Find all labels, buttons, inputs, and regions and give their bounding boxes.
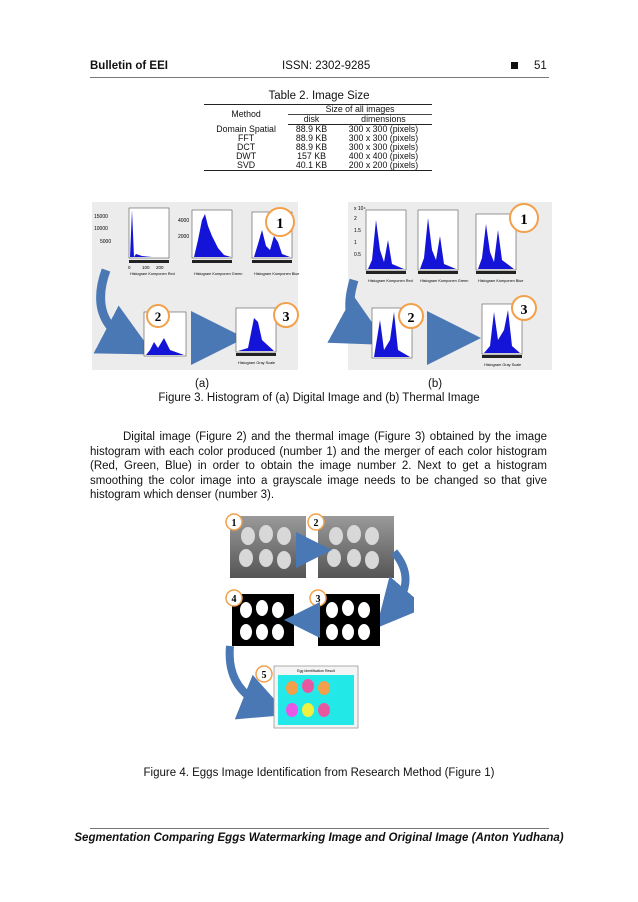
- badge-b-2: [398, 303, 424, 329]
- label-b-gray: Histogram Gray Scale: [484, 363, 521, 367]
- cell-method: DCT: [237, 142, 256, 152]
- cell-dimensions: 300 x 300 (pixels): [348, 133, 419, 143]
- table-row: DCT 88.9 KB 300 x 300 (pixels): [204, 143, 432, 152]
- eggs-image-2: [318, 516, 394, 578]
- eggs-binary-3: [326, 600, 370, 640]
- label-b-blue: Histogram Komponen Blue: [478, 279, 523, 283]
- table-row: SVD 40.1 KB 200 x 200 (pixels): [204, 161, 432, 171]
- hist-a-gray: [235, 307, 277, 356]
- cell-disk: 40.1 KB: [295, 160, 328, 170]
- badge-f4-2: [307, 513, 325, 531]
- badge-b-3-label: 3: [521, 303, 528, 318]
- cell-disk: 157 KB: [297, 151, 326, 161]
- arrow-4-5: [225, 645, 289, 720]
- hist-a-green: [191, 209, 233, 263]
- badge-f4-1-label: 1: [232, 518, 237, 529]
- cell-dimensions: 300 x 300 (pixels): [348, 142, 419, 152]
- label-a-green: Histogram Komponen Green: [194, 272, 242, 276]
- cell-method: SVD: [237, 160, 256, 170]
- figure3-label-a: (a): [195, 378, 210, 390]
- badge-f4-5: [255, 665, 273, 683]
- eggs-binary-4: [240, 600, 284, 640]
- issn: ISSN: 2302-9285: [282, 60, 371, 72]
- body-paragraph: Digital image (Figure 2) and the thermal…: [90, 431, 547, 502]
- col-method: Method: [231, 109, 261, 120]
- figure4-diagram: 1 2 3 4 Egg Identification Result 5: [225, 513, 414, 729]
- tick-x-100: 100: [142, 265, 150, 270]
- eggs-grayscale-1: [239, 525, 291, 569]
- figure3-caption: Figure 3. Histogram of (a) Digital Image…: [158, 392, 480, 404]
- hist-b-green: [417, 209, 459, 274]
- badge-f4-4: [225, 589, 243, 607]
- col-disk: disk: [288, 114, 335, 125]
- badge-b-2-label: 2: [408, 311, 415, 326]
- page-number: 51: [534, 60, 547, 72]
- tick-green-4000: 4000: [178, 218, 189, 224]
- cell-method: Domain Spatial: [216, 123, 276, 134]
- arrow-a-curved: [93, 268, 154, 355]
- header-rule: [90, 77, 549, 78]
- figure3-label-b: (b): [428, 378, 443, 390]
- badge-a-2-label: 2: [155, 309, 162, 324]
- cell-method: DWT: [236, 151, 257, 161]
- cell-dimensions: 300 x 300 (pixels): [348, 124, 419, 134]
- result-eggs: [286, 679, 330, 717]
- label-b-red: Histogram Komponen Red: [368, 279, 413, 283]
- table-row: FFT 88.9 KB 300 x 300 (pixels): [204, 134, 432, 143]
- tick-x-200: 200: [156, 265, 164, 270]
- table-row: Domain Spatial 88.9 KB 300 x 300 (pixels): [204, 123, 432, 135]
- label-a-red: Histogram Komponen Red: [130, 272, 175, 276]
- tick-b-05: 0.5: [354, 252, 361, 258]
- table-row: DWT 157 KB 400 x 400 (pixels): [204, 152, 432, 161]
- col-group: Size of all images: [288, 104, 432, 115]
- image-size-table: Method Size of all images disk dimension…: [204, 104, 432, 171]
- badge-a-3-label: 3: [283, 310, 290, 325]
- tick-b-15: 1.5: [354, 228, 361, 234]
- figure4-caption: Figure 4. Eggs Image Identification from…: [143, 767, 495, 779]
- footer-rule: [90, 828, 549, 829]
- badge-f4-1: [225, 513, 243, 531]
- badge-a-1: [265, 207, 295, 237]
- col-dimensions: dimensions: [334, 114, 432, 125]
- badge-f4-4-label: 4: [232, 594, 237, 605]
- badge-b-3: [511, 295, 537, 321]
- arrow-2-3: [376, 549, 414, 629]
- table-title: Table 2. Image Size: [268, 90, 370, 102]
- label-a-blue: Histogram Komponen Blue: [254, 272, 299, 276]
- tick-b-1: 1: [354, 240, 357, 246]
- hist-b-blue: [475, 213, 517, 274]
- arrow-b-curved: [327, 278, 388, 345]
- cell-disk: 88.9 KB: [295, 124, 328, 134]
- tick-x-0: 0: [128, 265, 131, 270]
- figure3-histograms: 15000 10000 5000 0 100 200 Histogram Kom…: [92, 202, 552, 370]
- tick-green-2000: 2000: [178, 234, 189, 240]
- badge-a-3: [273, 302, 299, 328]
- cell-dimensions: 200 x 200 (pixels): [348, 160, 419, 170]
- badge-b-1: [509, 203, 539, 233]
- badge-f4-5-label: 5: [262, 670, 267, 681]
- result-title: Egg Identification Result: [297, 669, 335, 673]
- running-footer: Segmentation Comparing Eggs Watermarking…: [74, 832, 564, 844]
- cell-method: FFT: [238, 133, 255, 143]
- badge-a-1-label: 1: [276, 216, 284, 232]
- cell-dimensions: 400 x 400 (pixels): [348, 151, 419, 161]
- tick-a-5000: 5000: [100, 239, 111, 245]
- cell-disk: 88.9 KB: [295, 142, 328, 152]
- cell-disk: 88.9 KB: [295, 133, 328, 143]
- tick-a-10000: 10000: [94, 226, 108, 232]
- badge-b-1-label: 1: [520, 212, 528, 228]
- badge-f4-3-label: 3: [316, 594, 321, 605]
- tick-b-2: 2: [354, 216, 357, 222]
- tick-b-exp: x 10⁴: [354, 206, 366, 212]
- badge-f4-2-label: 2: [314, 518, 319, 529]
- hist-b-red: [365, 209, 407, 274]
- label-a-gray: Histogram Gray Scale: [238, 361, 275, 365]
- tick-a-15000: 15000: [94, 214, 108, 220]
- journal-name: Bulletin of EEI: [90, 60, 168, 72]
- label-b-green: Histogram Komponen Green: [420, 279, 468, 283]
- hist-a-red: [128, 207, 170, 263]
- badge-a-2: [146, 304, 170, 328]
- square-bullet-icon: [511, 62, 518, 69]
